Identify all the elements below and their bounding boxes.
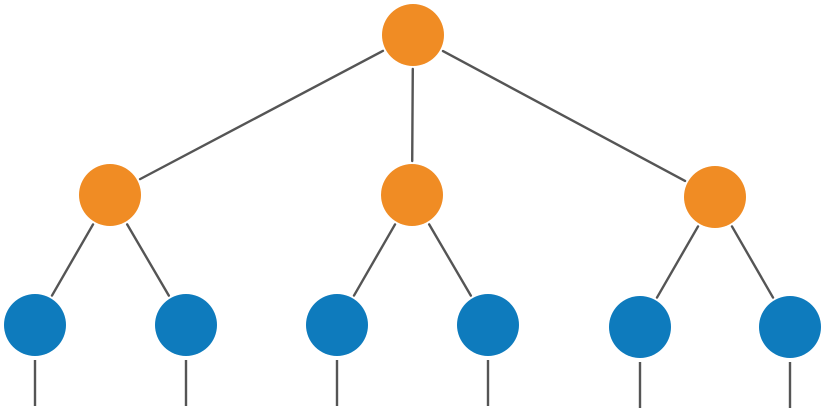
leaf-node-l3 <box>306 294 368 356</box>
leaf-node-l6 <box>759 296 821 358</box>
leaf-stubs-layer <box>33 360 792 408</box>
internal-node-n2 <box>381 164 443 226</box>
edge-root-n3 <box>441 49 687 183</box>
internal-node-n3 <box>684 166 746 228</box>
root-node-root <box>382 4 444 66</box>
edges-layer <box>50 49 775 299</box>
edge-n2-l3 <box>352 223 397 297</box>
edge-n3-l6 <box>730 225 775 299</box>
edge-root-n1 <box>138 49 385 181</box>
edge-n1-l2 <box>125 223 171 297</box>
edge-n3-l5 <box>655 225 700 299</box>
leaf-node-l4 <box>457 294 519 356</box>
leaf-node-l5 <box>609 296 671 358</box>
nodes-layer <box>4 4 821 358</box>
leaf-node-l2 <box>155 294 217 356</box>
internal-node-n1 <box>79 164 141 226</box>
leaf-node-l1 <box>4 294 66 356</box>
edge-n2-l4 <box>427 223 473 297</box>
edge-n1-l1 <box>50 223 95 297</box>
edge-root-n2 <box>411 67 414 163</box>
